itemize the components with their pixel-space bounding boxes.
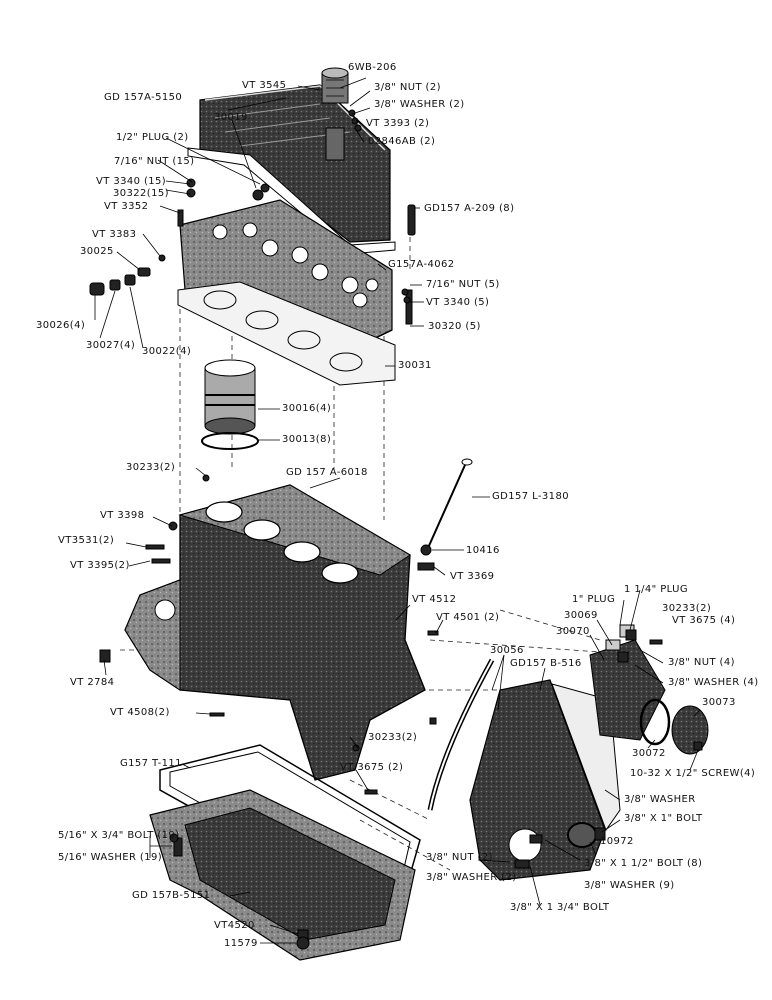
- oil-seal-10972: [567, 822, 597, 848]
- label-vt4508: VT 4508(2): [110, 707, 170, 718]
- label-30320: 30320 (5): [428, 321, 481, 332]
- label-bolt-r: 3/8" X 1" BOLT: [624, 813, 703, 824]
- label-gd157b516: GD157 B-516: [510, 658, 582, 669]
- label-washer2-bot: 3/8" WASHER (2): [426, 872, 517, 883]
- label-gd157a5150: GD 157A-5150: [104, 92, 183, 103]
- cover-plate-30073: [671, 705, 709, 755]
- fasteners: [89, 109, 703, 950]
- label-vt4512: VT 4512: [412, 594, 457, 605]
- label-30026: 30026(4): [36, 320, 86, 331]
- label-vt3398: VT 3398: [100, 510, 145, 521]
- label-30013: 30013(8): [282, 434, 332, 445]
- label-30016: 30016(4): [282, 403, 332, 414]
- label-30022: 30022(4): [142, 346, 192, 357]
- oil-filler-cap: [321, 67, 349, 161]
- label-vt3393: VT 3393 (2): [366, 118, 430, 129]
- label-30233-b: 30233(2): [662, 603, 712, 614]
- engine-block: [124, 484, 426, 781]
- label-30056: 30056: [490, 645, 524, 656]
- leader-lines: [94, 77, 701, 944]
- water-pump-housing: [589, 624, 666, 741]
- label-30072: 30072: [632, 748, 666, 759]
- label-g157a4062: G157A-4062: [388, 259, 455, 270]
- valve-cover: [187, 84, 396, 255]
- label-vt4520: VT4520: [214, 920, 255, 931]
- label-30019: 30019: [214, 112, 248, 123]
- label-30031: 30031: [398, 360, 432, 371]
- label-vt3369: VT 3369: [450, 571, 495, 582]
- label-10972: 10972: [600, 836, 634, 847]
- label-vt3340-5: VT 3340 (5): [426, 297, 490, 308]
- seal-30072: [639, 698, 671, 746]
- label-washer19: 5/16" WASHER (19): [58, 852, 163, 863]
- label-nut15: 7/16" NUT (15): [114, 156, 195, 167]
- label-washer-r: 3/8" WASHER: [624, 794, 696, 805]
- cylinder-sleeve: [204, 359, 256, 435]
- label-vt3395: VT 3395(2): [70, 560, 130, 571]
- label-30027: 30027(4): [86, 340, 136, 351]
- label-02846ab: 02846AB (2): [368, 136, 436, 147]
- label-30069: 30069: [564, 610, 598, 621]
- label-gd157l3180: GD157 L-3180: [492, 491, 569, 502]
- label-washer2-top: 3/8" WASHER (2): [374, 99, 465, 110]
- label-bolt34: 3/8" X 1 3/4" BOLT: [510, 902, 610, 913]
- label-bolt8: 3/8" X 1 1/2" BOLT (8): [584, 858, 703, 869]
- label-30073: 30073: [702, 697, 736, 708]
- label-nut2-bot: 3/8" NUT (2): [426, 852, 493, 863]
- label-nut5: 7/16" NUT (5): [426, 279, 500, 290]
- label-nut4: 3/8" NUT (4): [668, 657, 735, 668]
- label-washer4: 3/8" WASHER (4): [668, 677, 759, 688]
- label-30322: 30322(15): [113, 188, 169, 199]
- label-10416: 10416: [466, 545, 500, 556]
- label-gd157a209: GD157 A-209 (8): [424, 203, 515, 214]
- oil-pan: [149, 789, 416, 961]
- dipstick: [427, 458, 473, 549]
- label-vt3340-15: VT 3340 (15): [96, 176, 167, 187]
- label-11579: 11579: [224, 938, 258, 949]
- label-30233-a: 30233(2): [126, 462, 176, 473]
- label-plug114: 1 1/4" PLUG: [624, 584, 688, 595]
- label-gd157a6018: GD 157 A-6018: [286, 467, 368, 478]
- label-vt3545: VT 3545: [242, 80, 287, 91]
- label-vt4501: VT 4501 (2): [436, 612, 500, 623]
- label-washer9: 3/8" WASHER (9): [584, 880, 675, 891]
- label-30233-c: 30233(2): [368, 732, 418, 743]
- label-bolt19: 5/16" X 3/4" BOLT (19): [58, 830, 180, 841]
- head-gasket: [177, 281, 396, 386]
- label-screw4: 10-32 X 1/2" SCREW(4): [630, 768, 756, 779]
- label-vt3675-4: VT 3675 (4): [672, 615, 736, 626]
- label-30070: 30070: [556, 626, 590, 637]
- seal-ring: [201, 432, 259, 450]
- label-30025: 30025: [80, 246, 114, 257]
- label-vt3531: VT3531(2): [58, 535, 115, 546]
- label-plug2: 1/2" PLUG (2): [116, 132, 189, 143]
- label-vt3352: VT 3352: [104, 201, 149, 212]
- label-vt2784: VT 2784: [70, 677, 115, 688]
- label-6wb206: 6WB-206: [348, 62, 397, 73]
- label-plug1: 1" PLUG: [572, 594, 616, 605]
- label-gd157b5151: GD 157B-5151: [132, 890, 211, 901]
- label-nut2-top: 3/8" NUT (2): [374, 82, 441, 93]
- label-vt3383: VT 3383: [92, 229, 137, 240]
- label-vt3675-2: VT 3675 (2): [340, 762, 404, 773]
- label-g157t111: G157 T-111: [120, 758, 182, 769]
